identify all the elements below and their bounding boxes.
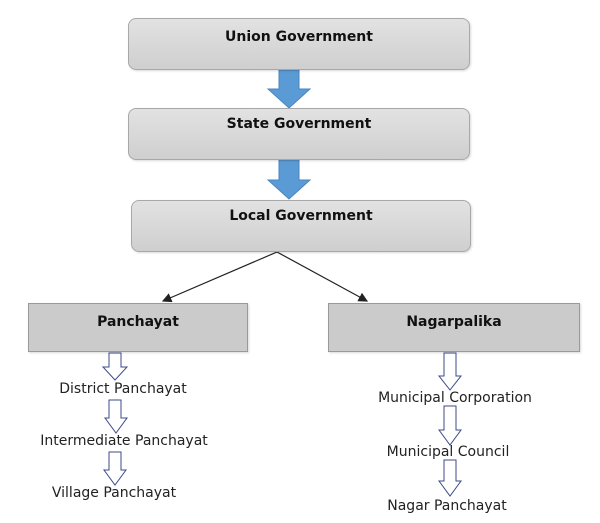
line-to-panchayat bbox=[161, 251, 278, 303]
line-to-nagarpalika bbox=[276, 251, 369, 302]
nagar-panchayat-label: Nagar Panchayat bbox=[387, 498, 507, 514]
municipal-corporation-label: Municipal Corporation bbox=[378, 390, 532, 406]
intermediate-panchayat-label: Intermediate Panchayat bbox=[40, 433, 208, 449]
district-panchayat-label: District Panchayat bbox=[59, 381, 187, 397]
union-government-box: Union Government bbox=[128, 18, 470, 70]
blue-down-arrow-1 bbox=[266, 69, 312, 109]
hollow-arrow-left-2 bbox=[104, 399, 128, 434]
state-government-box: State Government bbox=[128, 108, 470, 160]
village-panchayat-label: Village Panchayat bbox=[51, 485, 177, 501]
blue-down-arrow-2 bbox=[266, 159, 312, 200]
hollow-arrow-right-2 bbox=[438, 405, 462, 446]
municipal-council-label: Municipal Council bbox=[386, 444, 510, 460]
panchayat-box: Panchayat bbox=[28, 303, 248, 352]
hollow-arrow-left-1 bbox=[101, 352, 129, 381]
local-government-box: Local Government bbox=[131, 200, 471, 252]
nagarpalika-box: Nagarpalika bbox=[328, 303, 580, 352]
hollow-arrow-right-1 bbox=[437, 352, 463, 391]
hollow-arrow-right-3 bbox=[438, 459, 462, 497]
hollow-arrow-left-3 bbox=[103, 451, 127, 486]
